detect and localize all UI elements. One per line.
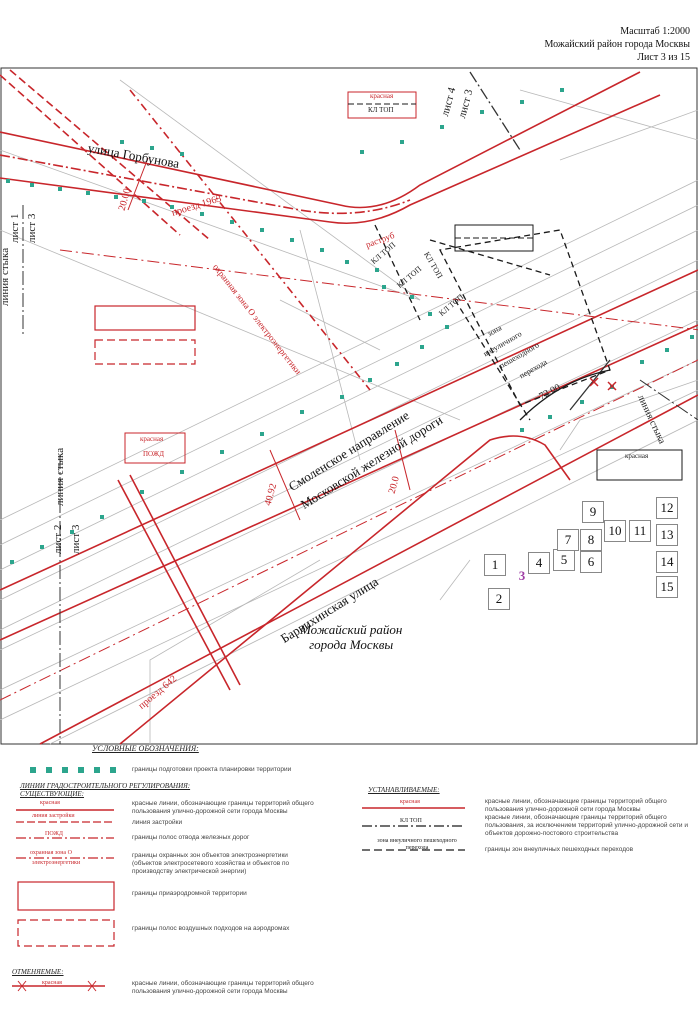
legend-sample-okhr1: охранная зона О [30, 850, 72, 856]
legend-item-rail-allotment: границы полос отвода железных дорог [132, 834, 250, 841]
cancel-marks [589, 377, 617, 391]
linia-styka-2: линия стыка [54, 447, 66, 506]
sheet-cell-4[interactable]: 4 [528, 552, 550, 574]
map-frame [0, 67, 698, 745]
legend-item-air-approach: границы полос воздушных подходов на аэро… [132, 925, 290, 932]
legend-right-item-red: красные линии, обозначающие границы терр… [485, 798, 667, 813]
sheet-cell-15[interactable]: 15 [656, 576, 678, 598]
sheet-cell-9[interactable]: 9 [582, 501, 604, 523]
district-title: Можайский район города Москвы [544, 39, 690, 50]
crossing-zone [374, 71, 611, 421]
legend-cancelled-head: ОТМЕНЯЕМЫЕ: [12, 968, 64, 976]
legend-item-building-line: линия застройки [132, 819, 183, 826]
sheet-cell-11[interactable]: 11 [629, 520, 651, 542]
legend-cancelled-desc: красные линии, обозначающие границы терр… [132, 980, 314, 995]
legend-right-item-zone: границы зон внеуличных пешеходных перехо… [485, 846, 634, 853]
legend-sample-zastroyki: линия застройки [32, 813, 75, 819]
box-krasnaya: красная [370, 92, 394, 100]
box-pozhd: ПОЖД [143, 450, 164, 458]
legend-title: УСЛОВНЫЕ ОБОЗНАЧЕНИЯ: [92, 744, 199, 753]
box-kl-top: КЛ ТОП [368, 106, 394, 114]
list-2: лист 2 [52, 524, 64, 554]
legend-item-aerodrome: границы приаэродромной территории [132, 890, 247, 897]
sheet-number: Лист 3 из 15 [637, 52, 690, 63]
box-krasnaya-2: красная [140, 435, 164, 443]
sheet-cell-5[interactable]: 5 [553, 549, 575, 571]
legend-sample-okhr2: электроэнергетики [32, 860, 81, 866]
sheet-cell-2[interactable]: 2 [488, 588, 510, 610]
district-label: Можайский район города Москвы [300, 622, 402, 652]
legend-sample-krasnaya: красная [40, 800, 60, 806]
sheet-cell-6[interactable]: 6 [580, 551, 602, 573]
list-3-c: лист 3 [70, 524, 82, 554]
district-label-line1: Можайский район [300, 622, 403, 637]
title-block: Масштаб 1:2000 Можайский район города Мо… [545, 25, 690, 64]
legend-boundary-desc: границы подготовки проекта планировки те… [132, 766, 292, 773]
legend-cancelled-sample-label: красная [42, 980, 62, 986]
box-krasnaya-3: красная [625, 452, 649, 460]
sheet-cell-1[interactable]: 1 [484, 554, 506, 576]
list-3-a: лист 3 [26, 213, 38, 243]
legend-item-protection-zone: границы охранных зон объектов электроэне… [132, 852, 290, 875]
linia-styka-1: линия стыка [0, 247, 11, 306]
sheet-cell-14[interactable]: 14 [656, 551, 678, 573]
list-1: лист 1 [9, 213, 21, 243]
legend-item-red-lines: красные линии, обозначающие границы терр… [132, 800, 314, 815]
red-lines [0, 69, 698, 745]
legend-left-samples [16, 809, 115, 947]
junction-lines [22, 205, 698, 744]
map-canvas [0, 67, 698, 745]
project-boundary [6, 88, 694, 564]
map-legend-boxes [94, 91, 683, 481]
sheet-cell-12[interactable]: 12 [656, 497, 678, 519]
legend-existing-head: СУЩЕСТВУЮЩИЕ: [20, 790, 85, 798]
scale-label: Масштаб 1:2000 [620, 26, 690, 37]
legend-right-sample-kltop: КЛ ТОП [400, 818, 422, 824]
legend-right-sample-krasnaya: красная [400, 799, 420, 805]
sheet-cell-13[interactable]: 13 [656, 524, 678, 546]
sheet-cell-10[interactable]: 10 [604, 520, 626, 542]
legend-right-sample-zone: зона внеуличного пешеходного перехода [377, 838, 457, 851]
sheet-cell-7[interactable]: 7 [557, 529, 579, 551]
background-geometry [0, 79, 698, 745]
district-label-line2: города Москвы [309, 637, 394, 652]
legend-sample-pozhd: ПОЖД [45, 831, 63, 837]
legend-lines-head: ЛИНИИ ГРАДОСТРОИТЕЛЬНОГО РЕГУЛИРОВАНИЯ: [20, 782, 191, 790]
legend-established-head: УСТАНАВЛИВАЕМЫЕ: [368, 786, 440, 794]
legend-right-item-kltop: красные линии, обозначающие границы терр… [485, 814, 688, 837]
legend-right-samples [362, 807, 465, 851]
legend-boundary-sample [30, 767, 116, 773]
sheet-cell-3-current: 3 [518, 568, 526, 583]
legend-cancelled-sample [12, 980, 105, 992]
sheet-cell-8[interactable]: 8 [580, 529, 602, 551]
